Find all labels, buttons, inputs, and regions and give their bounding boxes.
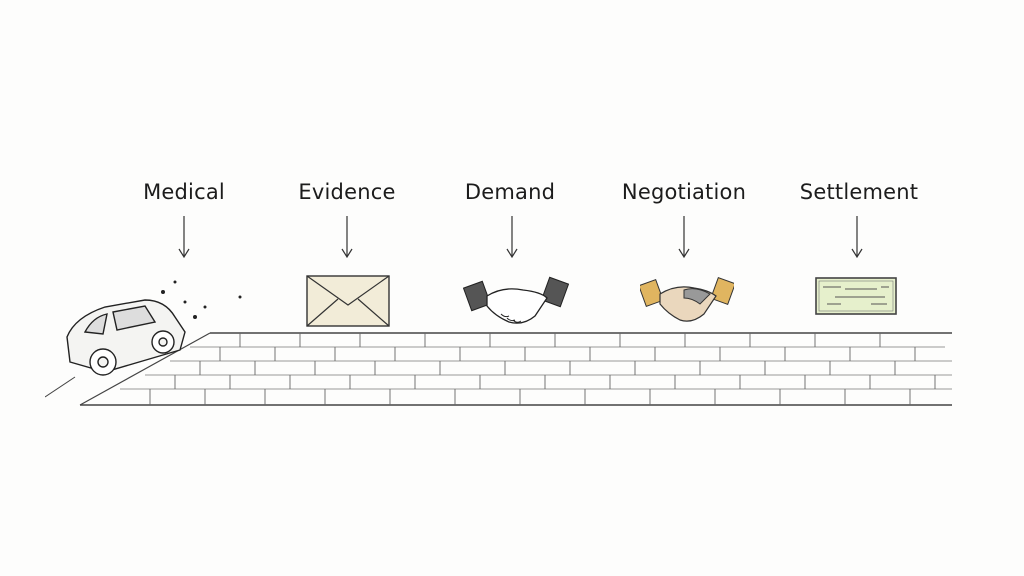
- stage-label-medical: Medical: [143, 180, 225, 204]
- arrow-down-icon: [678, 216, 690, 259]
- arrow-down-icon: [178, 216, 190, 259]
- stage-label-settlement: Settlement: [799, 180, 919, 204]
- stage-label-demand: Demand: [464, 180, 556, 204]
- car-crash-icon: [45, 268, 242, 398]
- arrow-down-icon: [506, 216, 518, 259]
- handshake-tan-icon: [640, 276, 734, 322]
- arrow-down-icon: [341, 216, 353, 259]
- envelope-icon: [306, 275, 390, 327]
- stage-label-negotiation: Negotiation: [621, 180, 747, 204]
- stage-label-evidence: Evidence: [298, 180, 396, 204]
- brick-road-illustration: [79, 332, 952, 406]
- check-icon: [815, 277, 897, 315]
- arrow-down-icon: [851, 216, 863, 259]
- handshake-gray-icon: [463, 276, 569, 324]
